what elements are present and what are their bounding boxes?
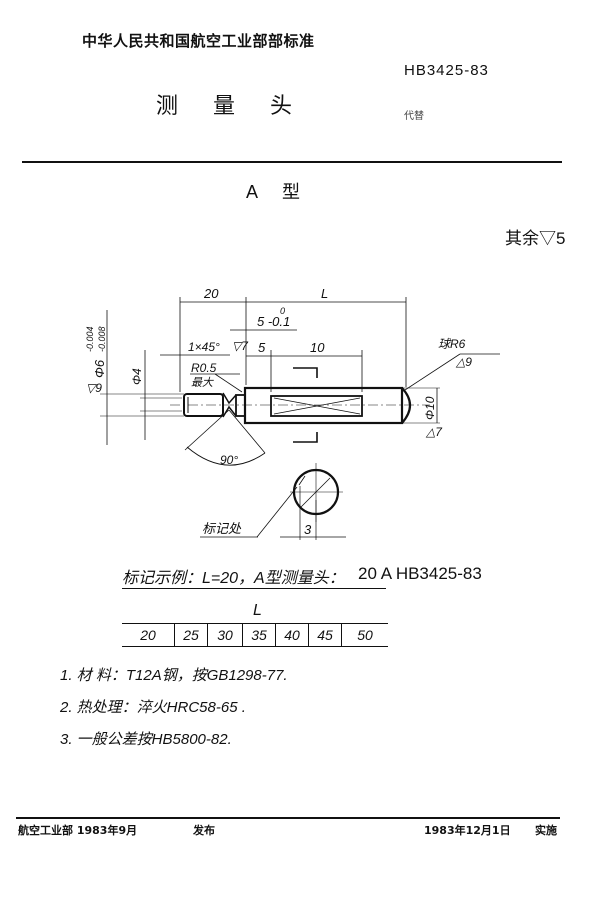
svg-text:1×45°: 1×45°: [188, 340, 220, 354]
roughness-note: 其余▽5: [505, 229, 566, 248]
table-cell: 25: [174, 624, 207, 646]
technical-notes: 1. 材 料：T12A钢，按GB1298-77. 2. 热处理：淬火HRC58-…: [60, 664, 288, 760]
svg-text:10: 10: [310, 340, 325, 355]
header-divider: [22, 161, 562, 163]
table-cell: 45: [308, 624, 341, 646]
table-cell: 35: [242, 624, 275, 646]
svg-text:▽9: ▽9: [86, 381, 102, 395]
replaces-label: 代替: [404, 111, 424, 122]
flat-area: [270, 395, 363, 417]
svg-text:3: 3: [304, 522, 312, 537]
svg-text:-0.004: -0.004: [85, 326, 95, 352]
footer-effective-date: 1983年12月1日: [424, 824, 511, 837]
standard-code: HB3425-83: [404, 62, 489, 79]
svg-text:L: L: [321, 286, 328, 301]
technical-drawing: 20 L 5 -0.1 0 5 10 1×45° R0.5 最大 ▽7 ▽9 球…: [85, 286, 500, 540]
svg-text:5 -0.1: 5 -0.1: [257, 314, 290, 329]
svg-text:球R6: 球R6: [438, 337, 466, 351]
footer-effective-label: 实施: [535, 824, 557, 837]
document-title: 测 量 头: [156, 94, 306, 119]
table-cell: 50: [341, 624, 388, 646]
note-material: 1. 材 料：T12A钢，按GB1298-77.: [60, 667, 288, 684]
svg-text:Φ4: Φ4: [130, 368, 144, 385]
svg-text:90°: 90°: [220, 453, 238, 467]
length-table: 20 25 30 35 40 45 50: [122, 623, 388, 647]
svg-text:最大: 最大: [191, 376, 214, 389]
organization-header: 中华人民共和国航空工业部部标准: [82, 32, 315, 50]
svg-text:R0.5: R0.5: [191, 361, 217, 375]
svg-text:-0.008: -0.008: [97, 326, 107, 352]
table-cell: 30: [207, 624, 242, 646]
body-outline: [243, 386, 404, 425]
footer-issued-label: 发布: [193, 824, 215, 837]
svg-text:▽7: ▽7: [232, 339, 249, 353]
svg-text:Φ10: Φ10: [423, 396, 437, 420]
svg-text:标记处: 标记处: [202, 521, 242, 536]
type-title: A 型: [246, 182, 311, 202]
svg-text:5: 5: [258, 340, 266, 355]
svg-text:△7: △7: [425, 425, 443, 439]
svg-text:Φ6: Φ6: [92, 359, 107, 378]
footer-issuer: 航空工业部 1983年9月: [18, 824, 138, 837]
example-text: 标记示例：L=20，A型测量头：: [122, 570, 345, 587]
svg-text:20: 20: [203, 286, 219, 301]
example-code: 20 A HB3425-83: [358, 564, 482, 583]
note-tolerance: 3. 一般公差按HB5800-82.: [60, 731, 232, 748]
table-cell: 20: [140, 627, 156, 643]
footer-divider: [16, 817, 560, 819]
table-cell: 40: [275, 624, 308, 646]
svg-text:0: 0: [280, 306, 285, 316]
svg-text:△9: △9: [455, 355, 472, 369]
sphere-end: [401, 387, 412, 424]
length-table-header: L: [253, 602, 262, 619]
note-heat-treatment: 2. 热处理：淬火HRC58-65 .: [60, 699, 246, 716]
example-underline: [122, 588, 386, 589]
